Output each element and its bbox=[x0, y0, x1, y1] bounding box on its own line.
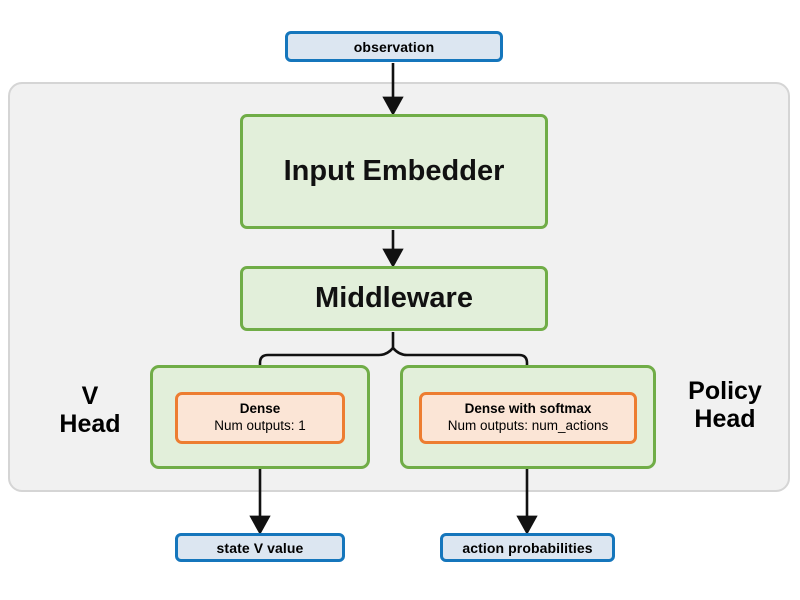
node-state-v-value[interactable]: state V value bbox=[175, 533, 345, 562]
v-head-label-line1: V bbox=[81, 382, 99, 410]
node-v-head-dense-title: Dense bbox=[239, 401, 281, 417]
node-middleware-label: Middleware bbox=[315, 282, 473, 314]
node-state-v-value-label: state V value bbox=[216, 539, 304, 556]
node-action-probabilities-label: action probabilities bbox=[462, 539, 593, 556]
node-policy-head-dense[interactable]: Dense with softmax Num outputs: num_acti… bbox=[419, 392, 637, 444]
node-policy-head-dense-subtitle: Num outputs: num_actions bbox=[447, 418, 609, 433]
node-input-embedder-label: Input Embedder bbox=[283, 155, 505, 187]
node-observation[interactable]: observation bbox=[285, 31, 503, 62]
node-policy-head-dense-title: Dense with softmax bbox=[464, 401, 592, 417]
node-input-embedder[interactable]: Input Embedder bbox=[240, 114, 548, 229]
policy-head-label: Policy Head bbox=[662, 377, 788, 433]
node-action-probabilities[interactable]: action probabilities bbox=[440, 533, 615, 562]
v-head-label-line2: Head bbox=[59, 410, 121, 438]
node-observation-label: observation bbox=[353, 38, 435, 55]
v-head-label: V Head bbox=[36, 382, 144, 438]
policy-head-label-line1: Policy bbox=[688, 377, 762, 405]
policy-head-label-line2: Head bbox=[694, 405, 756, 433]
node-v-head-dense-subtitle: Num outputs: 1 bbox=[214, 418, 306, 433]
node-middleware[interactable]: Middleware bbox=[240, 266, 548, 331]
node-v-head-dense[interactable]: Dense Num outputs: 1 bbox=[175, 392, 345, 444]
